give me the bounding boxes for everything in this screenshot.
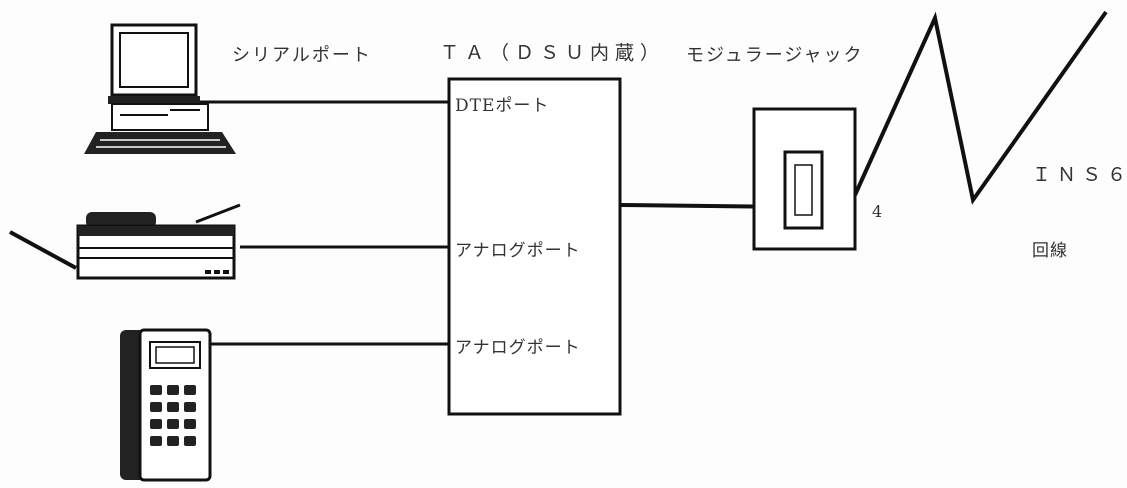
modular-jack-label: モジュラージャック xyxy=(686,45,864,66)
modular-jack-icon xyxy=(752,107,857,251)
analog-port-label-2: アナログポート xyxy=(455,338,581,358)
ta-label: ＴＡ（ＤＳＵ内蔵） xyxy=(440,42,666,64)
serial-port-label: シリアルポート xyxy=(232,45,372,66)
line-label: 回線 xyxy=(1032,241,1068,261)
ta-box xyxy=(447,77,622,416)
computer-icon xyxy=(84,23,236,154)
dte-port-label: DTEポート xyxy=(455,96,550,116)
ins-line-zigzag xyxy=(853,10,1108,205)
fax-icon xyxy=(9,203,241,280)
analog-port-label-1: アナログポート xyxy=(455,241,581,261)
ins-label: ＩＮＳ６ xyxy=(1032,164,1127,186)
telephone-icon xyxy=(120,328,212,482)
ins-suffix-label: 4 xyxy=(872,202,883,221)
